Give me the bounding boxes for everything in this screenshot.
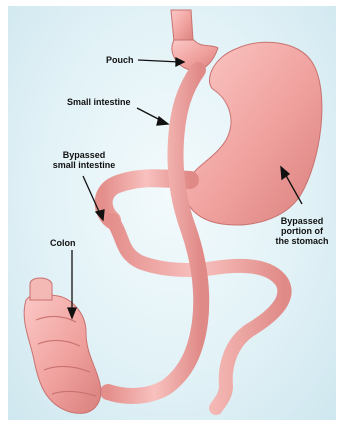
label-small-intestine: Small intestine: [67, 97, 131, 107]
label-colon: Colon: [50, 238, 76, 248]
colon: [24, 294, 101, 413]
label-bypassed-stomach-line3: the stomach: [266, 236, 338, 246]
esophagus: [171, 10, 193, 42]
label-bypassed-small-intestine-line1: Bypassed: [44, 150, 124, 160]
label-pouch: Pouch: [106, 55, 134, 65]
label-bypassed-small-intestine-line2: small intestine: [44, 160, 124, 170]
label-bypassed-stomach: Bypassed portion of the stomach: [266, 216, 338, 246]
label-bypassed-small-intestine: Bypassed small intestine: [44, 150, 124, 170]
label-bypassed-stomach-line1: Bypassed: [266, 216, 338, 226]
label-bypassed-stomach-line2: portion of: [266, 226, 338, 236]
colon-stump: [30, 278, 52, 300]
